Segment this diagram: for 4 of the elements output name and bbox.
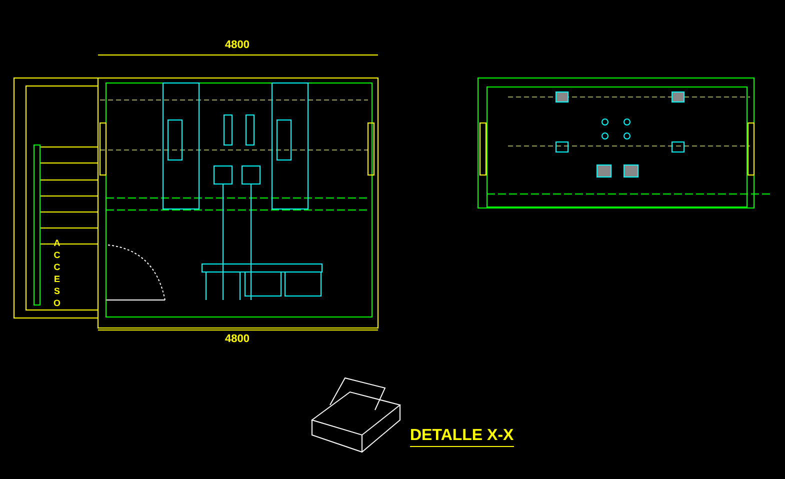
- detail-title: DETALLE X-X: [410, 428, 514, 447]
- dimension-label: 4800: [225, 40, 250, 51]
- access-label: ACCESO: [52, 238, 61, 310]
- dimension-label: 4800: [225, 334, 250, 345]
